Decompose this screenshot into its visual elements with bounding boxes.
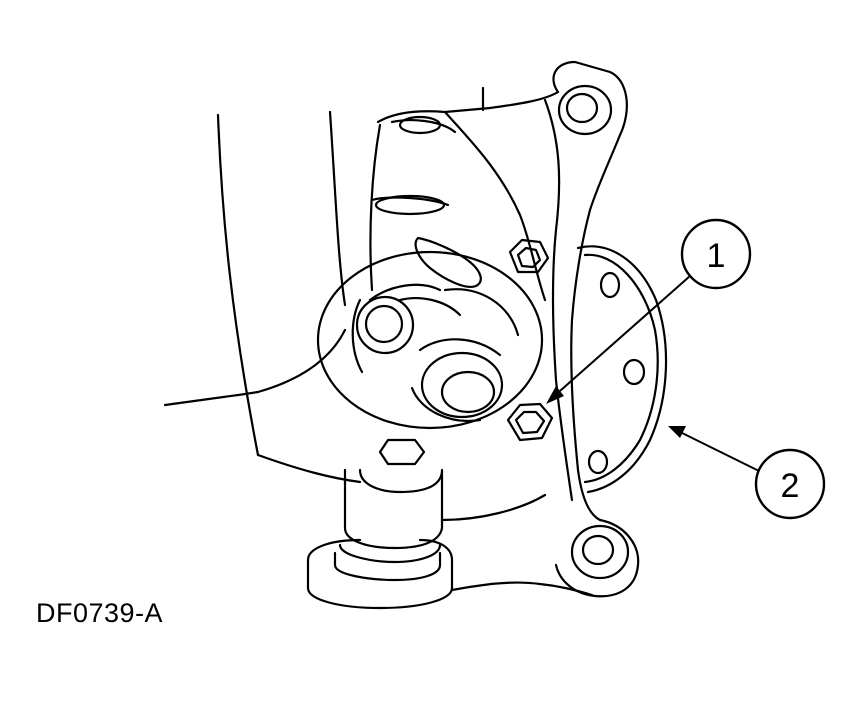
- hex-bolt-lower: [506, 402, 554, 442]
- axle-universal-joint: [316, 250, 544, 430]
- callout-2: 2: [668, 426, 826, 520]
- callout-1-label: 1: [707, 237, 726, 275]
- callout-2-label: 2: [781, 467, 800, 505]
- lower-ball-joint: [306, 438, 454, 610]
- steering-arm: [369, 60, 640, 598]
- upper-ball-joint: [370, 115, 482, 288]
- axle-housing: [163, 110, 362, 484]
- figure-id-label: DF0739-A: [36, 598, 164, 628]
- callout-1: 1: [546, 218, 752, 404]
- hub-flange: [576, 245, 668, 494]
- knuckle-lower-body: [440, 493, 594, 597]
- hex-bolt-upper: [508, 238, 550, 274]
